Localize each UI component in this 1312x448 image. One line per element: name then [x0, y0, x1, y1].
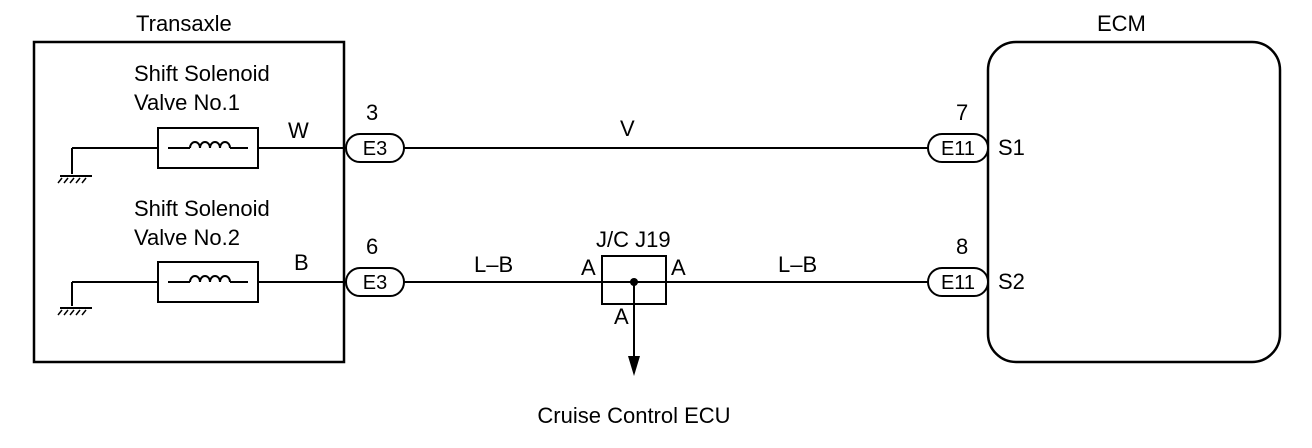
junction-pin-right: A	[671, 255, 686, 280]
connector-e11-lower-label: E11	[941, 272, 975, 294]
junction-label: J/C J19	[596, 227, 671, 252]
junction-pin-left: A	[581, 255, 596, 280]
ecm-box	[986, 40, 1282, 364]
terminal-s1: S1	[998, 135, 1025, 160]
cruise-control-ecu-label: Cruise Control ECU	[537, 403, 730, 428]
terminal-s2: S2	[998, 269, 1025, 294]
solenoid2-coil-icon	[157, 261, 259, 303]
connector-e11-upper	[927, 133, 989, 163]
junction-splice-dot	[630, 278, 638, 286]
arrow-down-icon	[628, 356, 640, 376]
ground-icon	[57, 282, 92, 316]
wire-color-b: B	[294, 250, 309, 275]
connector-e3-upper-label: E3	[363, 138, 387, 160]
solenoid1-label-line1: Shift Solenoid	[134, 61, 270, 86]
solenoid1-coil-icon	[157, 127, 259, 169]
connector-e11-lower	[927, 267, 989, 297]
solenoid1-label-line2: Valve No.1	[134, 90, 240, 115]
pin-number-6: 6	[366, 234, 378, 259]
wire-color-v: V	[620, 116, 635, 141]
pin-number-8: 8	[956, 234, 968, 259]
transaxle-title: Transaxle	[136, 11, 232, 36]
wire-color-lb-left: L–B	[474, 252, 513, 277]
connector-e3-lower-label: E3	[363, 272, 387, 294]
wire-color-w: W	[288, 118, 309, 143]
pin-number-7: 7	[956, 100, 968, 125]
pin-number-3: 3	[366, 100, 378, 125]
ecm-title: ECM	[1097, 11, 1146, 36]
junction-pin-bottom: A	[614, 304, 629, 329]
transaxle-box	[32, 40, 346, 364]
connector-e11-upper-label: E11	[941, 138, 975, 160]
solenoid2-label-line2: Valve No.2	[134, 225, 240, 250]
ground-icon	[57, 148, 92, 184]
wire-color-lb-right: L–B	[778, 252, 817, 277]
solenoid2-label-line1: Shift Solenoid	[134, 196, 270, 221]
